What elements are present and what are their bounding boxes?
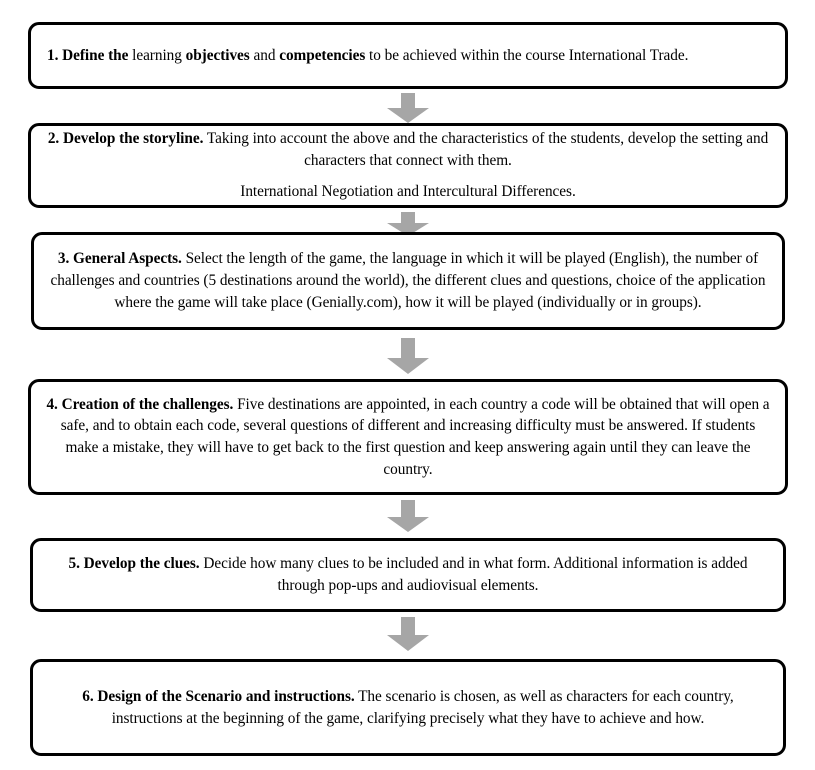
connector-arrow-down-3 [386,338,429,374]
bold-run: 6. Design of the Scenario and instructio… [82,687,355,705]
text-run: Five destinations are appointed, in each… [60,395,770,478]
text-run: International Negotiation and Intercultu… [240,182,576,200]
step-6-text: 6. Design of the Scenario and instructio… [47,686,769,729]
flowchart-step-5: 5. Develop the clues. Decide how many cl… [30,538,786,612]
text-run: and [249,46,280,64]
bold-run: 3. General Aspects. [57,250,182,268]
step-1-text: 1. Define the learning objectives and co… [47,45,771,67]
text-run: The scenario is chosen, as well as chara… [111,687,734,727]
connector-arrow-down-4 [386,500,429,532]
bold-run: 2. Develop the storyline. [47,130,204,148]
text-run: Taking into account the above and the ch… [203,130,769,170]
step-2-text: 2. Develop the storyline. Taking into ac… [45,128,771,171]
connector-arrow-down-1 [386,93,429,123]
text-run: Select the length of the game, the langu… [50,250,766,311]
connector-arrow-down-2 [386,212,429,236]
bold-run: 5. Develop the clues. [68,555,200,573]
text-run: to be achieved within the course Interna… [365,46,689,64]
step-3-text: 3. General Aspects. Select the length of… [48,248,768,313]
bold-run: competencies [279,46,366,64]
step-5-text: 5. Develop the clues. Decide how many cl… [47,553,769,596]
flowchart-step-2: 2. Develop the storyline. Taking into ac… [28,123,788,208]
flowchart-step-1: 1. Define the learning objectives and co… [28,22,788,89]
bold-run: 4. Creation of the challenges. [46,395,234,413]
text-run: learning [132,46,186,64]
bold-run: objectives [185,46,250,64]
flowchart-step-3: 3. General Aspects. Select the length of… [31,232,785,330]
flowchart-step-6: 6. Design of the Scenario and instructio… [30,659,786,756]
bold-run: 1. Define the [47,46,133,64]
step-4-text: 4. Creation of the challenges. Five dest… [45,394,771,481]
flowchart-step-4: 4. Creation of the challenges. Five dest… [28,379,788,495]
text-run: Decide how many clues to be included and… [199,555,748,594]
connector-arrow-down-5 [386,617,429,651]
step-2-subtitle: International Negotiation and Intercultu… [45,181,771,203]
